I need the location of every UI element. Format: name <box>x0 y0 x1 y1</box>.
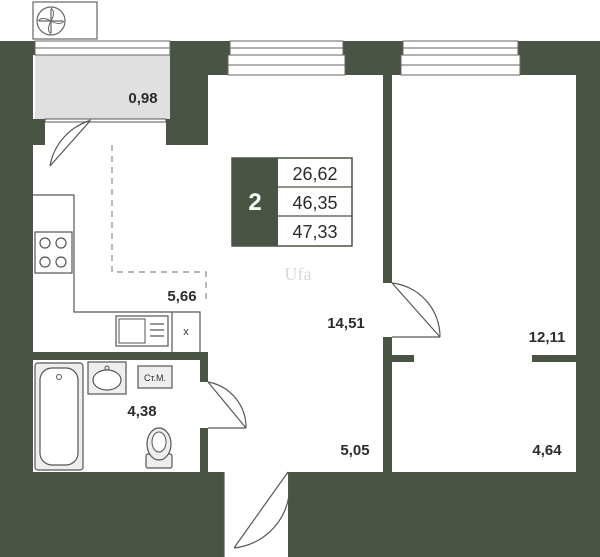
kitchen-area: 5,66 <box>167 288 196 305</box>
total-area-value: 46,35 <box>292 193 337 213</box>
hallway-area: 5,05 <box>340 442 369 459</box>
windows <box>34 40 521 76</box>
room-count: 2 <box>248 189 261 216</box>
living-area-value: 26,62 <box>292 164 337 184</box>
balcony-area: 0,98 <box>128 90 157 107</box>
apartment-info-card <box>231 157 353 247</box>
bathroom-door <box>207 381 247 429</box>
bedroom-door <box>391 282 441 338</box>
fridge-mark: x <box>183 326 189 338</box>
balcony-door <box>44 118 167 167</box>
total-area-with-balcony-value: 47,33 <box>292 222 337 242</box>
washer-label: Ст.М. <box>144 373 166 383</box>
kitchen-counter <box>33 194 201 352</box>
living-room-area: 14,51 <box>327 315 365 332</box>
kitchen-zone-outline <box>111 145 207 300</box>
closet-area: 4,64 <box>532 442 562 459</box>
bedroom-area: 12,11 <box>529 329 566 346</box>
ac-unit <box>32 1 98 40</box>
balcony-floor <box>35 53 170 119</box>
entrance-door <box>223 471 291 557</box>
bathroom-area: 4,38 <box>127 403 156 420</box>
watermark-logo: Ufa <box>285 264 312 284</box>
bathroom-fixtures <box>34 361 173 471</box>
